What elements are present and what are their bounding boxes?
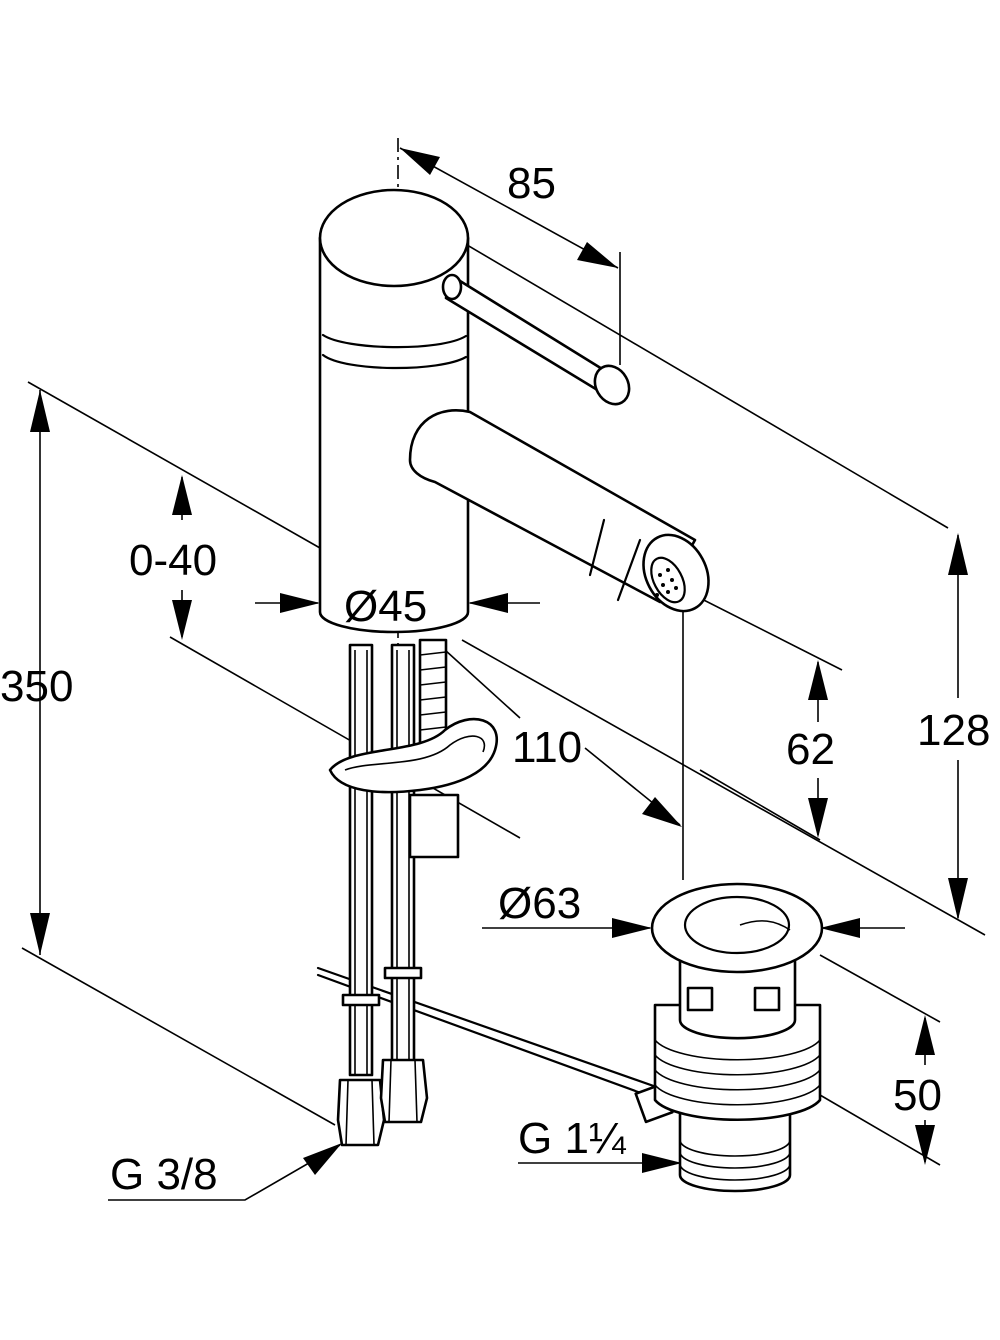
total-height-label: 350 — [0, 662, 73, 711]
outlet-height-label: 62 — [786, 725, 835, 774]
flexible-hoses — [336, 643, 429, 1147]
waste-height-label: 50 — [893, 1071, 942, 1120]
spout-to-waste-label: 110 — [512, 723, 582, 772]
dimension-labels: 85 0-40 Ø45 350 128 110 62 Ø63 50 G 3/8 … — [0, 159, 990, 1199]
spout-reach-label: 85 — [507, 159, 556, 208]
pop-up-waste — [650, 882, 824, 1193]
tap-height-label: 128 — [917, 706, 990, 755]
lift-rod-range-label: 0-40 — [129, 536, 217, 585]
waste-diameter-label: Ø63 — [498, 879, 581, 928]
aerator-icon — [655, 568, 678, 597]
dimension-arrows — [30, 147, 968, 1201]
extension-lines — [21, 138, 986, 1166]
waste-thread-label: G 1¼ — [518, 1114, 627, 1163]
body-diameter-label: Ø45 — [344, 582, 427, 631]
hose-nut-right-icon — [379, 1058, 429, 1124]
hose-thread-label: G 3/8 — [110, 1150, 218, 1199]
mounting-set — [328, 638, 498, 859]
faucet-body — [286, 188, 710, 634]
hose-nut-left-icon — [336, 1078, 386, 1147]
